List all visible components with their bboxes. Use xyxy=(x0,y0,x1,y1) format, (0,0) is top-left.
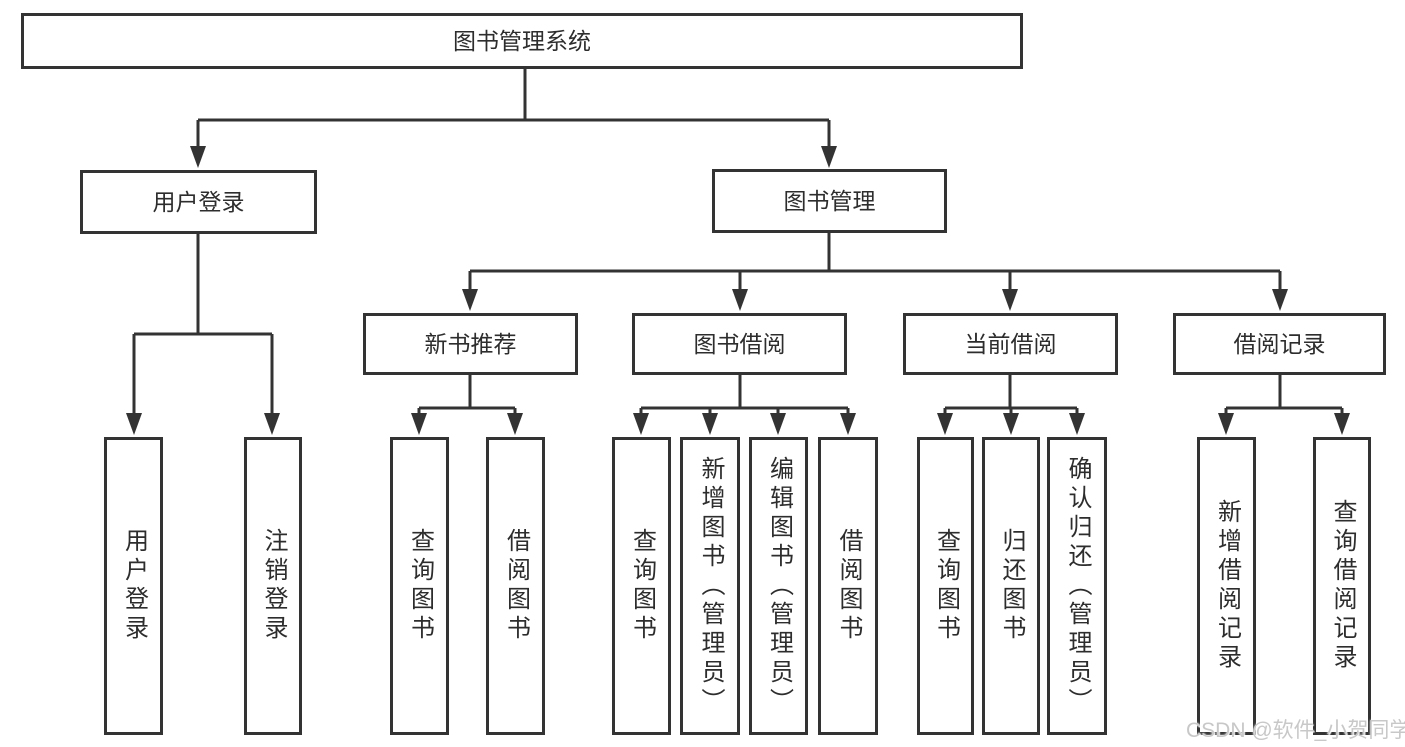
node-leaf-cb-query-books: 查询图书 xyxy=(917,437,974,735)
node-leaf-nbr-query-books: 查询图书 xyxy=(390,437,449,735)
node-book-management-branch: 图书管理 xyxy=(712,169,947,233)
node-leaf-bb-query-books: 查询图书 xyxy=(612,437,671,735)
node-book-borrow: 图书借阅 xyxy=(632,313,847,375)
node-borrow-records: 借阅记录 xyxy=(1173,313,1386,375)
node-leaf-br-add-record: 新增借阅记录 xyxy=(1197,437,1256,735)
node-leaf-cb-confirm-return-admin: 确认归还（管理员） xyxy=(1047,437,1107,735)
node-leaf-nbr-borrow-books: 借阅图书 xyxy=(486,437,545,735)
node-leaf-bb-borrow-books: 借阅图书 xyxy=(818,437,878,735)
node-new-book-recommend: 新书推荐 xyxy=(363,313,578,375)
node-user-login-branch: 用户登录 xyxy=(80,170,317,234)
node-leaf-br-query-record: 查询借阅记录 xyxy=(1313,437,1371,735)
node-leaf-logout: 注销登录 xyxy=(244,437,302,735)
node-leaf-bb-edit-books-admin: 编辑图书（管理员） xyxy=(749,437,808,735)
node-leaf-cb-return-books: 归还图书 xyxy=(982,437,1040,735)
csdn-watermark: CSDN @软件_小贺同学 xyxy=(1186,719,1405,742)
node-leaf-user-login: 用户登录 xyxy=(104,437,163,735)
node-library-management-system: 图书管理系统 xyxy=(21,13,1023,69)
node-current-borrow: 当前借阅 xyxy=(903,313,1118,375)
node-leaf-bb-add-books-admin: 新增图书（管理员） xyxy=(680,437,740,735)
